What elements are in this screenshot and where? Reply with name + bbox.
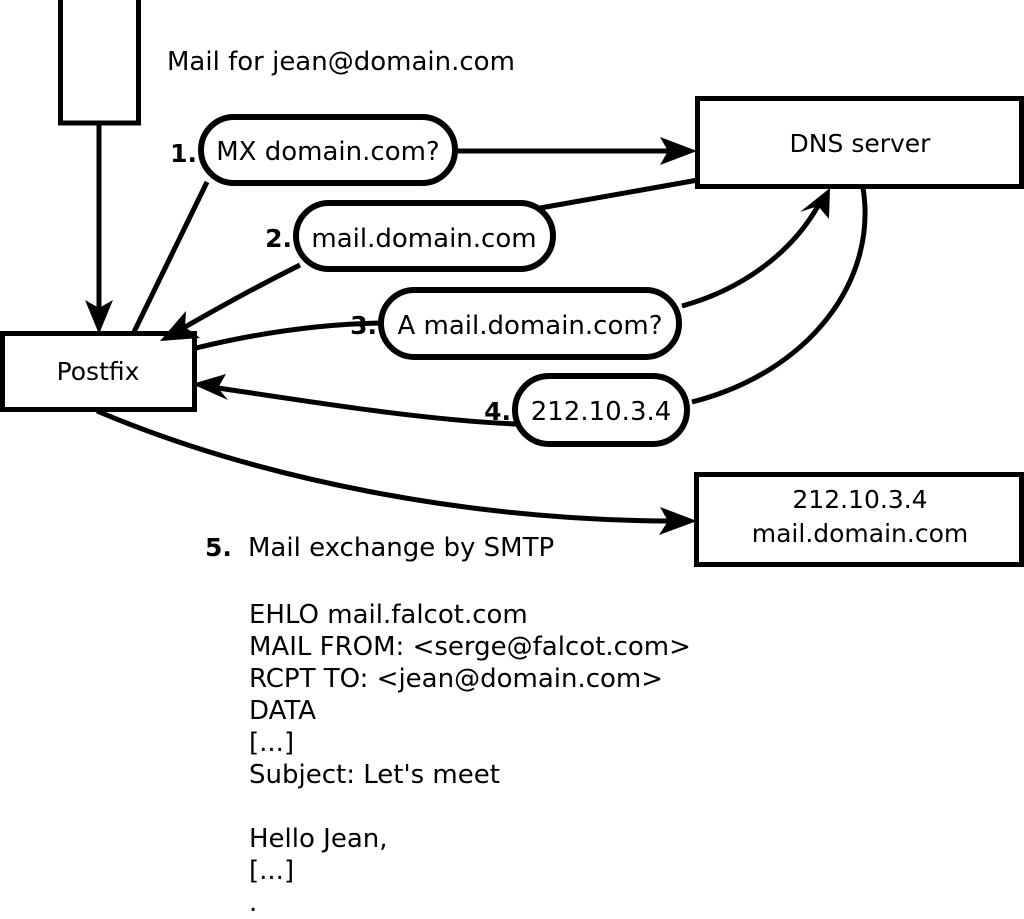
edge-postfix-to-mailserver: [96, 408, 669, 524]
edge-step3-to-dns: [681, 204, 821, 309]
edge-dns-to-step2: [539, 177, 699, 211]
smtp-transcript: EHLO mail.falcot.com MAIL FROM: <serge@f…: [249, 600, 691, 918]
edge-postfix-to-step1: [131, 180, 210, 334]
smtp-line-1: MAIL FROM: <serge@falcot.com>: [249, 632, 691, 662]
step-2-bubble[interactable]: [293, 200, 556, 272]
edge-step4-to-postfix: [217, 385, 517, 427]
step-5-number: 5.: [205, 533, 232, 562]
edge-postfix-to-step3: [195, 320, 381, 351]
step-3-bubble[interactable]: [378, 287, 682, 360]
edge-dns-to-step4: [691, 187, 868, 405]
node-mailserver-ip: 212.10.3.4: [792, 485, 927, 514]
step-4-bubble[interactable]: [512, 373, 690, 447]
step-1-label: MX domain.com?: [216, 137, 439, 167]
step-1-bubble[interactable]: [198, 114, 458, 186]
step-5-label: Mail exchange by SMTP: [248, 533, 554, 563]
arrowhead-postfix-to-mailserver: [659, 507, 697, 535]
node-mailserver-host: mail.domain.com: [752, 519, 968, 548]
smtp-line-9: .: [249, 888, 257, 918]
node-client-box[interactable]: [58, 0, 141, 126]
step-1-number: 1.: [170, 139, 197, 168]
mail-for-note: Mail for jean@domain.com: [167, 47, 515, 77]
step-2-label: mail.domain.com: [311, 224, 536, 254]
step-2-number: 2.: [265, 224, 292, 253]
smtp-line-2: RCPT TO: <jean@domain.com>: [249, 664, 663, 694]
arrowhead-step3-to-dns: [800, 188, 830, 219]
node-dns-label: DNS server: [790, 129, 932, 158]
smtp-line-5: Subject: Let's meet: [249, 760, 500, 790]
step-3-number: 3.: [350, 311, 377, 340]
arrowhead-step1-to-dns: [660, 137, 697, 165]
smtp-line-0: EHLO mail.falcot.com: [249, 600, 528, 630]
arrowhead-client-to-postfix: [85, 300, 113, 334]
step-4-number: 4.: [484, 397, 511, 426]
smtp-line-4: [...]: [249, 728, 294, 758]
smtp-line-8: [...]: [249, 856, 294, 886]
smtp-line-7: Hello Jean,: [249, 824, 388, 854]
step-4-label: 212.10.3.4: [531, 397, 672, 427]
arrowhead-step2-to-postfix: [160, 311, 200, 341]
step-3-label: A mail.domain.com?: [398, 311, 663, 341]
node-postfix-label: Postfix: [57, 357, 140, 386]
node-dns-box[interactable]: [695, 96, 1024, 189]
node-mailserver-box[interactable]: [694, 472, 1024, 567]
smtp-line-3: DATA: [249, 696, 316, 726]
edge-step2-to-postfix: [183, 262, 302, 330]
arrowhead-step4-to-postfix: [192, 374, 228, 400]
